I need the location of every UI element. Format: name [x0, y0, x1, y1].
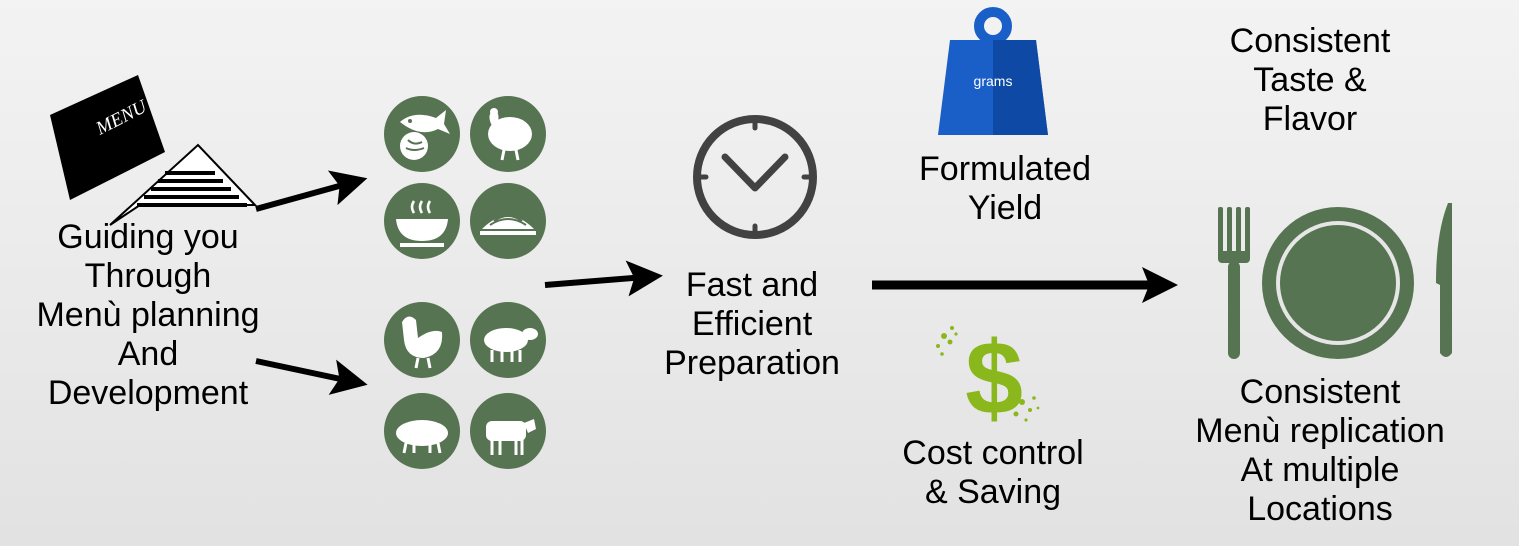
menu-book-icon: MENU	[50, 75, 258, 226]
cow-icon	[470, 393, 546, 469]
pasta-icon	[470, 183, 546, 259]
arrow-to-top-foods	[255, 170, 368, 212]
yield-line-1: Formulated	[919, 150, 1091, 188]
dollar-icon: $	[936, 321, 1040, 428]
cost-line-1: Cost control	[902, 434, 1084, 472]
plate-cutlery-icon	[1218, 203, 1452, 359]
taste-line-3: Flavor	[1262, 100, 1358, 138]
weight-icon: grams	[938, 7, 1048, 135]
clock-icon	[693, 115, 817, 239]
guiding-line-3: Menù planning	[36, 296, 260, 334]
guiding-text: Guiding you Through Menù planning And De…	[0, 218, 296, 413]
replication-line-4: Locations	[1247, 490, 1393, 528]
arrow-to-bottom-foods	[255, 358, 368, 395]
replication-line-2: Menù replication	[1195, 412, 1445, 450]
guiding-line-1: Guiding you	[57, 218, 239, 256]
replication-text: Consistent Menù replication At multiple …	[1175, 373, 1465, 529]
arrow-to-preparation	[544, 260, 663, 297]
taste-line-2: Taste &	[1253, 61, 1367, 99]
preparation-line-1: Fast and	[685, 266, 819, 304]
replication-line-3: At multiple	[1240, 451, 1400, 489]
preparation-line-3: Preparation	[664, 344, 840, 382]
preparation-line-2: Efficient	[691, 305, 813, 343]
guiding-line-4: And	[117, 335, 179, 373]
cost-line-2: & Saving	[924, 473, 1062, 511]
lamb-icon	[470, 302, 546, 378]
taste-line-1: Consistent	[1229, 22, 1391, 60]
replication-line-1: Consistent	[1239, 373, 1401, 411]
guiding-line-5: Development	[47, 374, 249, 412]
cost-text: Cost control & Saving	[868, 434, 1118, 512]
pig-icon	[384, 393, 460, 469]
yield-text: Formulated Yield	[880, 150, 1130, 228]
taste-text: Consistent Taste & Flavor	[1200, 22, 1420, 139]
soup-bowl-icon	[384, 183, 460, 259]
yield-line-2: Yield	[967, 189, 1043, 227]
preparation-text: Fast and Efficient Preparation	[652, 266, 852, 383]
fish-icon	[384, 96, 460, 172]
svg-text:$: $	[965, 321, 1023, 428]
turkey-icon	[470, 96, 546, 172]
guiding-line-2: Through	[84, 257, 212, 295]
chicken-icon	[384, 302, 460, 378]
weight-label: grams	[974, 73, 1013, 89]
